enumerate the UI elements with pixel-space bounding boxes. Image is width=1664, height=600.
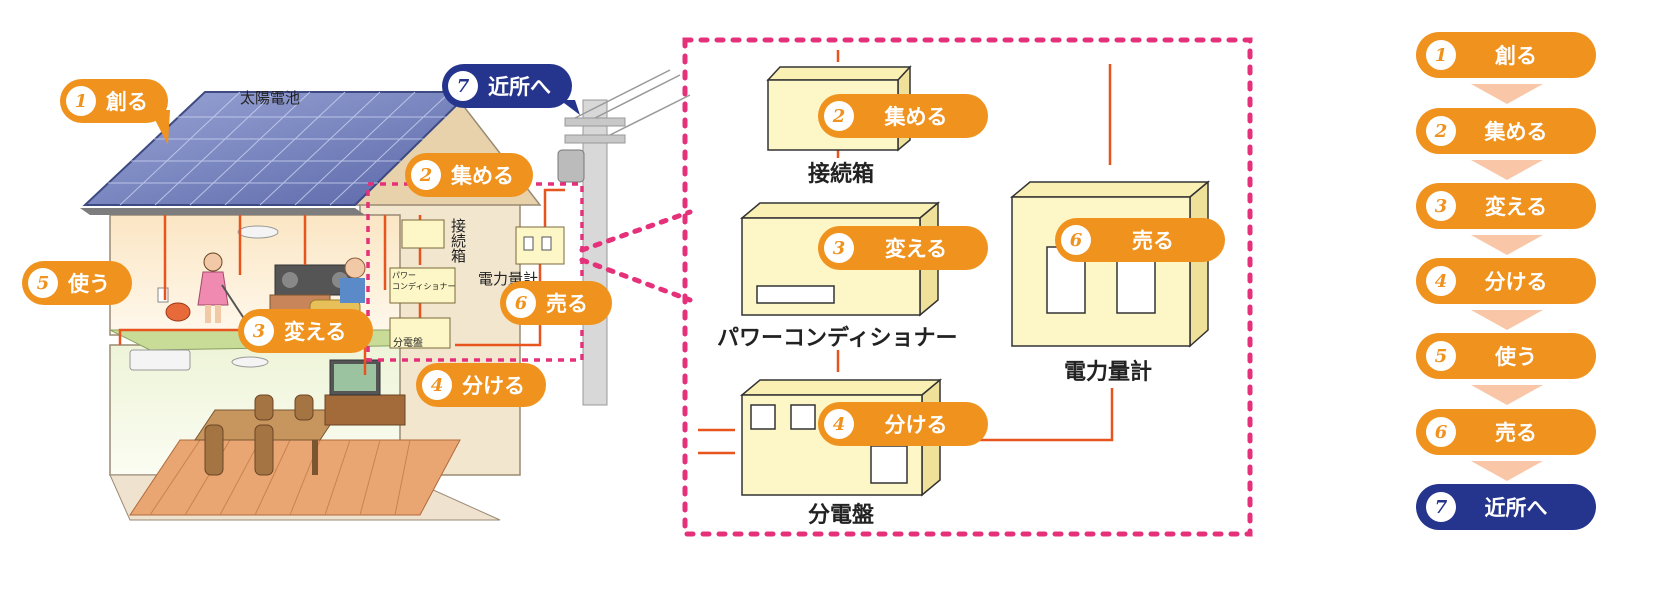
step-number: 3 (244, 316, 274, 346)
step-number: 2 (1426, 116, 1456, 146)
flow-arrow-down-icon (1471, 385, 1543, 405)
flow-arrow-down-icon (1471, 160, 1543, 180)
flow-step-7: 7 近所へ (1416, 484, 1596, 530)
step-label: 近所へ (1484, 496, 1548, 520)
utility-pole (582, 99, 608, 406)
step-number: 1 (66, 86, 96, 116)
step-number: 6 (1061, 225, 1091, 255)
distribution-board-label: 分電盤 (808, 503, 875, 528)
meter-large (1009, 180, 1211, 348)
step-label: 近所へ (488, 75, 551, 99)
flow-arrow-down-icon (1471, 84, 1543, 104)
junction-box-small (401, 219, 445, 249)
step-label: 集める (884, 105, 948, 129)
house-step-3: 3 変える (238, 309, 373, 353)
flow-step-1: 1 創る (1416, 32, 1596, 78)
step-number: 2 (824, 101, 854, 131)
power-conditioner-small-label: パワー コンディショナー (392, 271, 456, 291)
detail-step-3: 3 変える (818, 226, 988, 270)
detail-selection-box (366, 182, 584, 362)
step-number: 5 (1426, 341, 1456, 371)
step-number: 7 (1426, 492, 1456, 522)
step-number: 6 (506, 288, 536, 318)
step-number: 1 (1426, 40, 1456, 70)
step-label: 変える (884, 237, 948, 261)
flow-step-3: 3 変える (1416, 183, 1596, 229)
distribution-board-small-label: 分電盤 (393, 338, 423, 349)
power-conditioner-label: パワーコンディショナー (717, 326, 958, 351)
step-number: 4 (422, 370, 452, 400)
house-step-4: 4 分ける (416, 363, 546, 407)
detail-step-4: 4 分ける (818, 402, 988, 446)
step-number: 7 (448, 71, 478, 101)
junction-box-label: 接続箱 (808, 162, 875, 187)
detail-step-6: 6 売る (1055, 218, 1225, 262)
step-label: 創る (106, 90, 148, 114)
step-label: 変える (284, 320, 347, 344)
house-step-7: 7 近所へ (442, 64, 572, 108)
flow-step-6: 6 売る (1416, 409, 1596, 455)
step-number: 3 (824, 233, 854, 263)
flow-step-4: 4 分ける (1416, 258, 1596, 304)
step-number: 4 (1426, 266, 1456, 296)
step-label: 売る (1495, 421, 1537, 445)
flow-step-2: 2 集める (1416, 108, 1596, 154)
step-label: 集める (1484, 120, 1548, 144)
step-number: 5 (28, 268, 58, 298)
house-step-1: 1 創る (60, 79, 168, 123)
distribution-board-small (389, 317, 451, 349)
house-step-6: 6 売る (500, 281, 612, 325)
house-step-5: 5 使う (22, 261, 132, 305)
step-label: 使う (68, 272, 110, 296)
step-number: 4 (824, 409, 854, 439)
meter-small (515, 226, 565, 265)
step-label: 分ける (884, 413, 948, 437)
flow-arrow-down-icon (1471, 235, 1543, 255)
house-step-2: 2 集める (405, 153, 533, 197)
step-number: 2 (411, 160, 441, 190)
step-label: 使う (1495, 345, 1537, 369)
step-label: 売る (546, 292, 588, 316)
step-label: 分ける (462, 374, 525, 398)
detail-step-2: 2 集める (818, 94, 988, 138)
meter-label: 電力量計 (1064, 360, 1153, 385)
power-conditioner-small (389, 267, 456, 304)
step-number: 3 (1426, 191, 1456, 221)
solar-cell-label: 太陽電池 (240, 89, 301, 107)
step-label: 創る (1495, 44, 1537, 68)
junction-box-small-label: 接続箱 (449, 218, 467, 263)
flow-step-5: 5 使う (1416, 333, 1596, 379)
step-number: 6 (1426, 417, 1456, 447)
detail-box (682, 37, 1253, 537)
flow-arrow-down-icon (1471, 461, 1543, 481)
flow-arrow-down-icon (1471, 310, 1543, 330)
step-label: 分ける (1484, 270, 1548, 294)
step-label: 変える (1484, 195, 1548, 219)
step-label: 売る (1132, 229, 1174, 253)
step-label: 集める (451, 164, 514, 188)
